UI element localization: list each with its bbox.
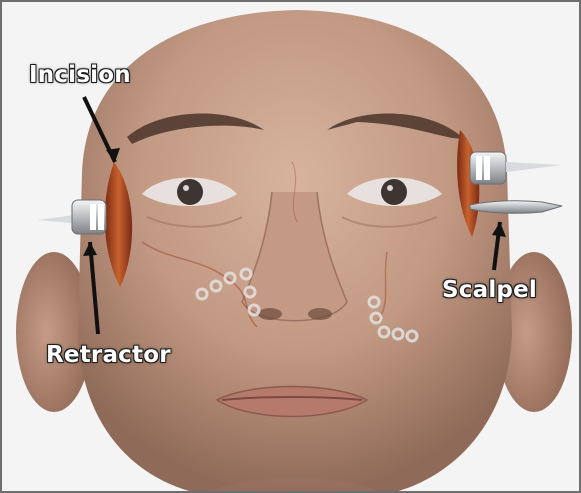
right-retractor-icon	[470, 152, 562, 184]
left-retractor-icon	[37, 200, 106, 234]
retractor-label: Retractor	[46, 342, 171, 368]
incision-label: Incision	[29, 62, 131, 88]
scalpel-icon	[470, 201, 562, 213]
scalpel-label: Scalpel	[442, 277, 537, 303]
